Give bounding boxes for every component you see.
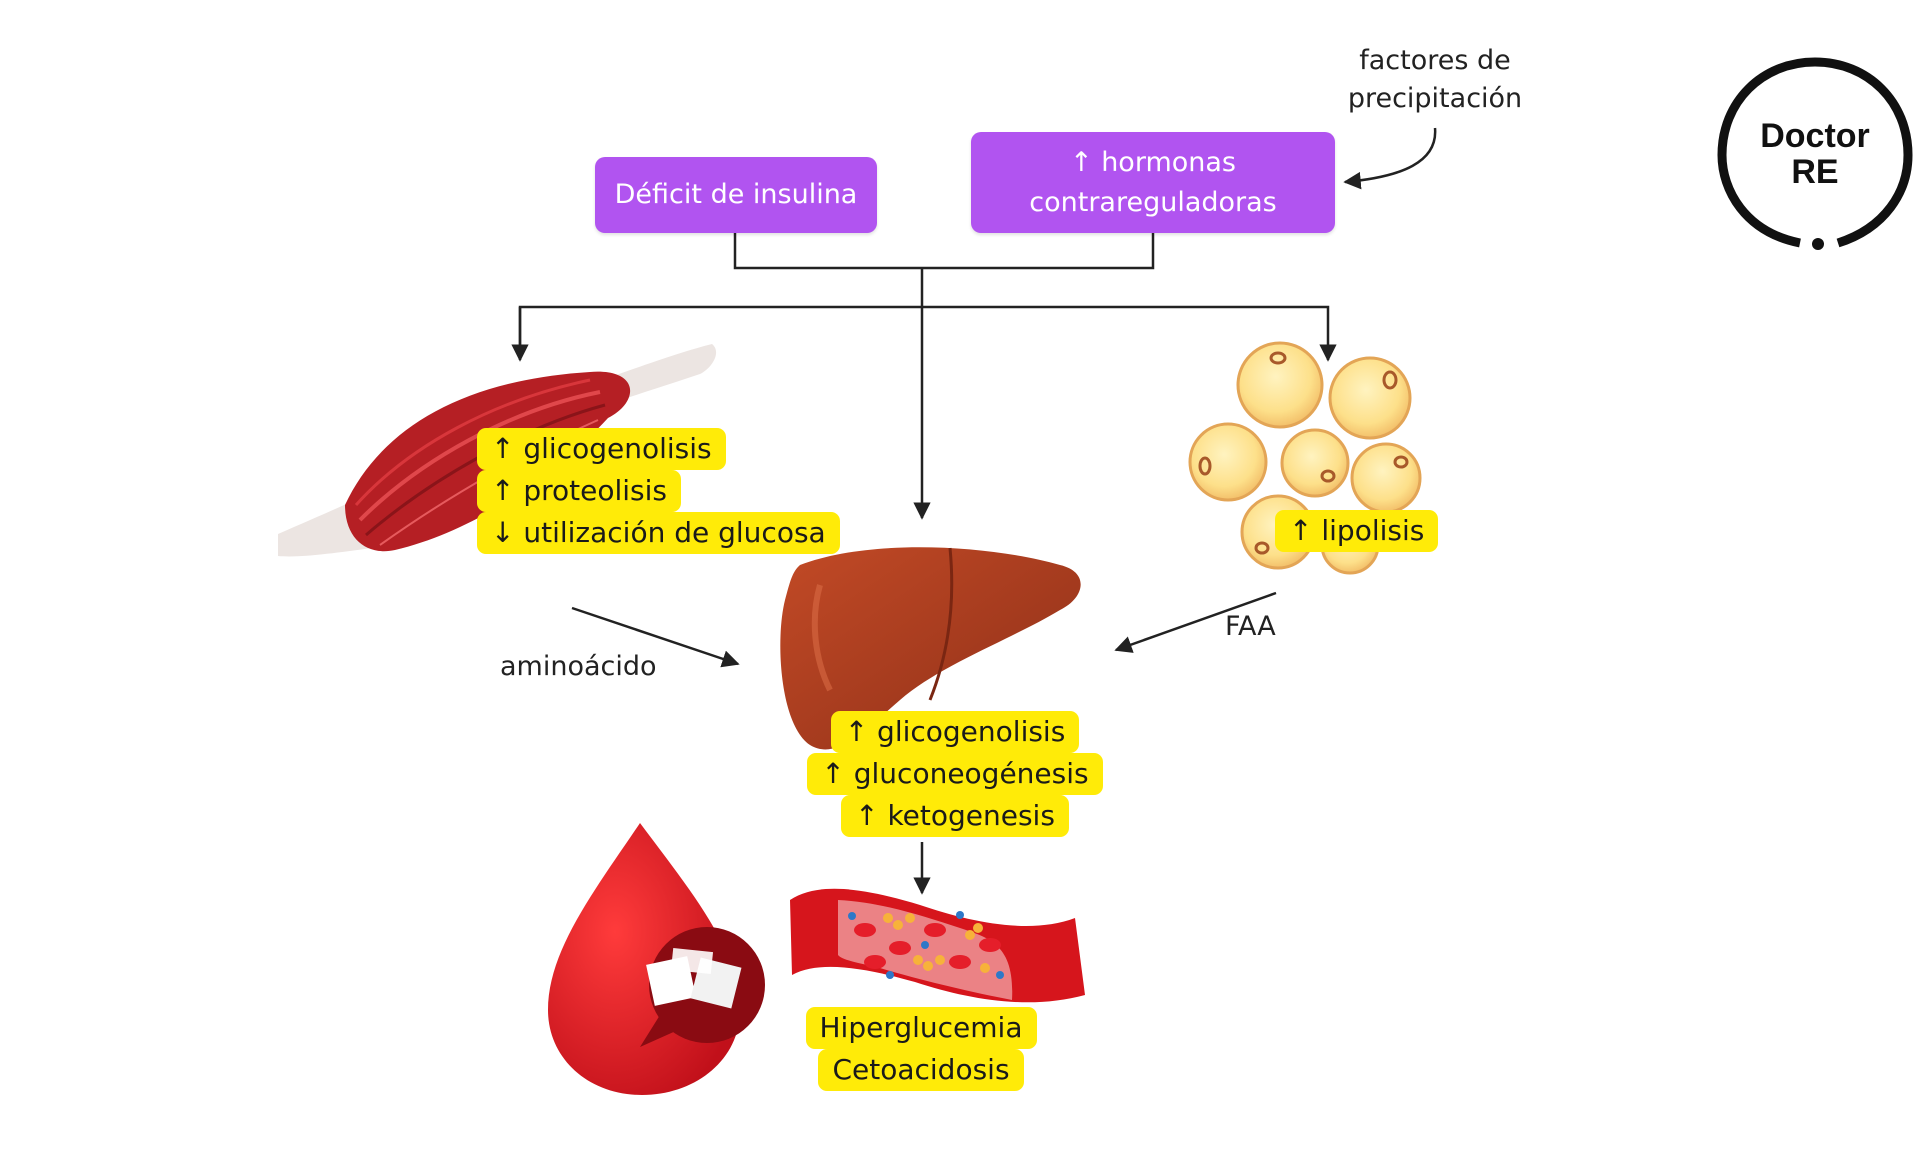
counter-hormones-line: ↑ hormonas bbox=[1069, 146, 1236, 178]
logo-line: RE bbox=[1791, 153, 1839, 191]
liver-effect: ↑ glicogenolisis bbox=[830, 711, 1080, 753]
adipose-effects: ↑ lipolisis bbox=[1275, 510, 1439, 552]
blood-drop-sugar-icon bbox=[548, 823, 765, 1095]
logo-line: Doctor bbox=[1760, 117, 1870, 155]
muscle-effect: ↑ glicogenolisis bbox=[477, 428, 726, 470]
muscle-effects: ↑ glicogenolisis ↑ proteolisis ↓ utiliza… bbox=[477, 428, 840, 554]
outcome-label: Hiperglucemia bbox=[805, 1007, 1037, 1049]
counter-hormones-line: contrareguladoras bbox=[1029, 186, 1277, 218]
logo-ring bbox=[1717, 57, 1913, 250]
doctor-re-logo: Doctor RE bbox=[1722, 118, 1908, 190]
counter-hormones-box: ↑ hormonas contrareguladoras bbox=[971, 132, 1335, 233]
insulin-deficit-label: Déficit de insulina bbox=[614, 179, 858, 210]
adipose-effect: ↑ lipolisis bbox=[1275, 510, 1439, 552]
amino-acid-label: aminoácido bbox=[500, 651, 657, 682]
liver-icon bbox=[780, 547, 1081, 750]
liver-effects: ↑ glicogenolisis ↑ gluconeogénesis ↑ ket… bbox=[807, 711, 1103, 837]
insulin-deficit-box: Déficit de insulina bbox=[595, 157, 877, 233]
liver-effect: ↑ gluconeogénesis bbox=[807, 753, 1103, 795]
outcome-labels: Hiperglucemia Cetoacidosis bbox=[805, 1007, 1037, 1091]
muscle-effect: ↓ utilización de glucosa bbox=[477, 512, 840, 554]
blood-vessel-icon bbox=[790, 888, 1085, 1003]
precipitating-factors-label: factores de precipitación bbox=[1340, 42, 1530, 118]
outcome-label: Cetoacidosis bbox=[818, 1049, 1024, 1091]
precipitating-factors-line: precipitación bbox=[1347, 83, 1523, 114]
liver-effect: ↑ ketogenesis bbox=[841, 795, 1069, 837]
precipitating-factors-line: factores de bbox=[1359, 45, 1511, 76]
ffa-label: FAA bbox=[1225, 611, 1276, 642]
muscle-effect: ↑ proteolisis bbox=[477, 470, 682, 512]
connector-lines bbox=[511, 127, 1437, 895]
